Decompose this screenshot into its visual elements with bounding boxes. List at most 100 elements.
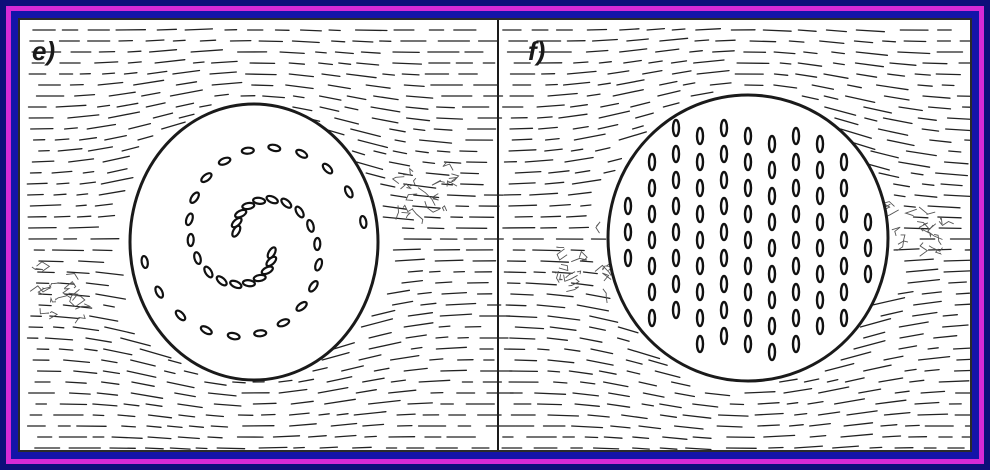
foliation-dash [200, 105, 211, 107]
foliation-dash [153, 113, 172, 118]
crack [555, 272, 559, 283]
foliation-dash [194, 62, 205, 63]
foliation-dash [956, 293, 969, 294]
foliation-dash [941, 184, 962, 186]
foliation-dash [32, 161, 53, 162]
foliation-dash [769, 448, 783, 449]
foliation-dash [584, 272, 598, 274]
foliation-dash [942, 85, 954, 86]
foliation-dash [717, 426, 742, 427]
foliation-dash [52, 171, 72, 173]
foliation-dash [915, 74, 930, 75]
foliation-dash [824, 74, 848, 78]
foliation-dash [847, 411, 877, 415]
foliation-dash [546, 139, 560, 140]
foliation-dash [509, 183, 535, 184]
foliation-dash [206, 415, 223, 417]
foliation-dash [899, 322, 928, 327]
foliation-dash [611, 426, 630, 428]
foliation-dash [299, 379, 314, 382]
foliation-dash [844, 423, 872, 426]
foliation-dash [834, 63, 845, 65]
foliation-dash [658, 91, 680, 96]
foliation-dash [587, 51, 608, 53]
foliation-dash [342, 366, 364, 371]
foliation-dash [871, 151, 898, 158]
foliation-dash [856, 30, 884, 32]
crack [443, 163, 453, 171]
foliation-dash [636, 113, 654, 118]
foliation-dash [887, 140, 914, 146]
foliation-dash [371, 107, 400, 112]
foliation-dash [55, 139, 69, 140]
foliation-dash [319, 414, 329, 415]
foliation-dash [690, 51, 703, 52]
foliation-dash [359, 355, 381, 360]
foliation-dash [140, 349, 171, 358]
foliation-dash [618, 327, 638, 333]
foliation-dash [833, 446, 859, 448]
foliation-dash [95, 62, 118, 63]
foliation-dash [404, 368, 427, 371]
foliation-dash [883, 41, 896, 42]
foliation-dash [233, 382, 245, 383]
foliation-dash [351, 129, 381, 137]
foliation-dash [393, 63, 422, 64]
foliation-dash [545, 182, 564, 184]
foliation-dash [571, 105, 588, 107]
foliation-dash [332, 41, 345, 42]
crack [892, 227, 900, 236]
foliation-dash [864, 107, 892, 113]
foliation-dash [369, 333, 391, 338]
foliation-dash [686, 448, 711, 450]
foliation-dash [898, 52, 930, 54]
foliation-dash [112, 437, 142, 438]
foliation-dash [626, 360, 642, 364]
foliation-dash [841, 352, 871, 360]
foliation-dash [435, 260, 463, 261]
foliation-dash [150, 50, 177, 52]
foliation-dash [131, 393, 162, 398]
foliation-dash [810, 424, 831, 426]
foliation-dash [209, 393, 237, 396]
foliation-dash [414, 129, 425, 130]
foliation-dash [279, 380, 292, 382]
crack [49, 312, 57, 319]
foliation-dash [810, 436, 826, 437]
figure-area: e) f) [18, 18, 972, 452]
foliation-dash [864, 332, 885, 338]
foliation-dash [329, 30, 340, 31]
crack [901, 235, 908, 242]
foliation-dash [122, 426, 136, 427]
foliation-dash [548, 360, 574, 363]
foliation-dash [262, 415, 275, 416]
foliation-dash [383, 74, 395, 75]
foliation-dash [856, 63, 884, 67]
foliation-dash [173, 40, 185, 41]
foliation-dash [923, 96, 950, 98]
foliation-dash [758, 403, 779, 404]
foliation-dash [155, 60, 185, 63]
foliation-dash [660, 404, 681, 408]
foliation-dash [407, 118, 430, 121]
foliation-dash [104, 349, 132, 355]
foliation-dash [795, 446, 823, 448]
foliation-dash [293, 107, 312, 111]
foliation-dash [587, 94, 600, 96]
foliation-dash [356, 390, 376, 393]
foliation-dash [132, 382, 154, 386]
foliation-dash [393, 301, 413, 305]
foliation-dash [661, 415, 677, 417]
foliation-dash [253, 403, 276, 404]
foliation-dash [883, 436, 901, 437]
foliation-dash [362, 52, 381, 53]
foliation-dash [103, 371, 119, 374]
crack [596, 222, 600, 233]
foliation-dash [608, 159, 621, 162]
foliation-dash [910, 380, 924, 382]
outer-frame: e) f) [6, 6, 984, 464]
foliation-dash [857, 74, 877, 77]
foliation-dash [504, 272, 525, 273]
foliation-dash [437, 107, 455, 108]
foliation-dash [515, 172, 540, 173]
